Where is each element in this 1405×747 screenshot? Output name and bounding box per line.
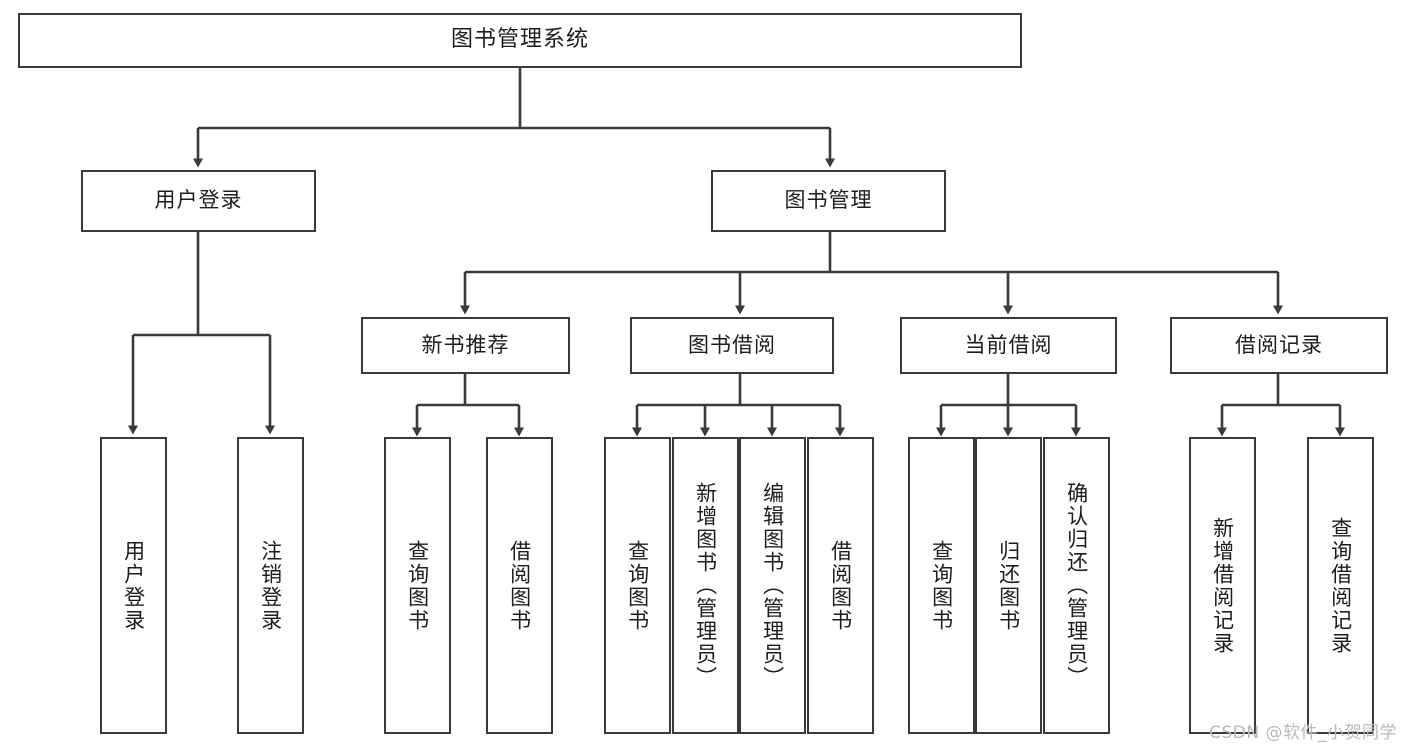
leaf-add-book-admin[interactable]: 新增图书（管理员）: [672, 437, 739, 734]
node-new-book-recommend[interactable]: 新书推荐: [361, 317, 570, 374]
node-label: 用户登录: [121, 539, 146, 632]
node-label: 编辑图书（管理员）: [760, 482, 785, 689]
node-label: 图书管理系统: [450, 27, 589, 53]
leaf-query-book-recommend[interactable]: 查询图书: [384, 437, 451, 734]
node-label: 当前借阅: [964, 332, 1053, 357]
node-label: 借阅记录: [1235, 332, 1323, 357]
node-root-system[interactable]: 图书管理系统: [18, 13, 1022, 68]
node-label: 新增图书（管理员）: [693, 482, 718, 689]
leaf-query-borrow-record[interactable]: 查询借阅记录: [1307, 437, 1374, 734]
node-current-borrow[interactable]: 当前借阅: [900, 317, 1117, 374]
leaf-query-book-borrow[interactable]: 查询图书: [604, 437, 671, 734]
leaf-borrow-book-recommend[interactable]: 借阅图书: [486, 437, 553, 734]
node-label: 查询图书: [405, 539, 430, 632]
csdn-watermark: CSDN @软件_小贺同学: [1209, 723, 1397, 743]
node-label: 新书推荐: [421, 332, 510, 357]
leaf-edit-book-admin[interactable]: 编辑图书（管理员）: [739, 437, 806, 734]
leaf-user-login[interactable]: 用户登录: [100, 437, 167, 734]
node-label: 确认归还（管理员）: [1064, 482, 1089, 689]
node-borrow-record[interactable]: 借阅记录: [1170, 317, 1388, 374]
node-label: 借阅图书: [507, 539, 532, 632]
node-label: 新增借阅记录: [1210, 516, 1235, 655]
node-book-borrow[interactable]: 图书借阅: [630, 317, 834, 374]
node-label: 查询图书: [625, 539, 650, 632]
node-user-login[interactable]: 用户登录: [81, 170, 316, 232]
node-book-management[interactable]: 图书管理: [711, 170, 946, 232]
leaf-return-book[interactable]: 归还图书: [975, 437, 1042, 734]
node-label: 用户登录: [154, 188, 243, 213]
leaf-query-book-current[interactable]: 查询图书: [908, 437, 975, 734]
leaf-logout[interactable]: 注销登录: [237, 437, 304, 734]
node-label: 借阅图书: [828, 539, 853, 632]
node-label: 查询借阅记录: [1328, 516, 1353, 655]
node-label: 查询图书: [929, 539, 954, 632]
node-label: 图书借阅: [688, 332, 776, 357]
leaf-confirm-return-admin[interactable]: 确认归还（管理员）: [1043, 437, 1110, 734]
leaf-borrow-book[interactable]: 借阅图书: [807, 437, 874, 734]
leaf-add-borrow-record[interactable]: 新增借阅记录: [1189, 437, 1256, 734]
node-label: 注销登录: [258, 539, 283, 632]
node-label: 归还图书: [996, 539, 1021, 632]
node-label: 图书管理: [784, 188, 873, 213]
